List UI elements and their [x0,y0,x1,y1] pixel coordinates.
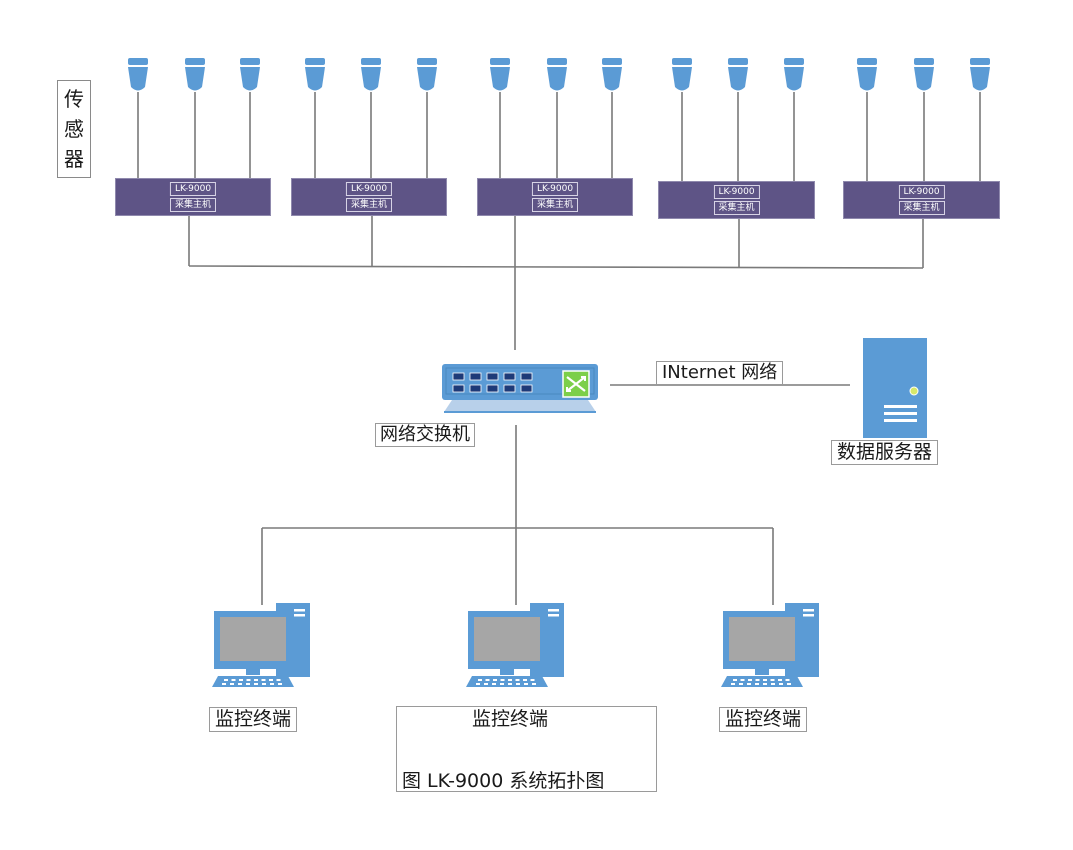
collector-name-label: 采集主机 [898,201,945,215]
computer-icon [466,603,564,687]
sensor-icon [784,58,804,91]
collector-unit: LK-9000 采集主机 [477,178,633,216]
collector-name-label: 采集主机 [531,198,579,212]
collector-model-label: LK-9000 [531,182,579,196]
computer-group [212,603,819,687]
terminal-label: 监控终端 [209,707,298,732]
sensor-label-char: 感 [64,117,84,141]
collector-name-label: 采集主机 [713,201,760,215]
switch-port-icon [503,372,516,381]
sensor-icon [547,58,567,91]
switch-port-icon [469,372,482,381]
terminal-label: 监控终端 [719,707,808,732]
computer-icon [212,603,310,687]
internet-label: INternet 网络 [656,361,784,385]
collector-name-label: 采集主机 [169,198,217,212]
switch-port-icon [486,372,499,381]
terminal-label: 监控终端 [472,708,549,730]
switch-port-icon [486,384,499,393]
sensor-icon [672,58,692,91]
switch-port-icon [520,384,533,393]
switch-port-icon [452,372,465,381]
switch-port-icon [452,384,465,393]
sensor-label-char: 传 [64,87,84,111]
switch-port-icon [520,372,533,381]
diagram-caption: 图 LK-9000 系统拓扑图 [402,770,605,792]
collector-model-label: LK-9000 [898,185,945,199]
connector-line [188,265,924,269]
switch-port-icon [469,384,482,393]
sensor-icon [305,58,325,91]
sensor-icon [728,58,748,91]
collector-unit: LK-9000 采集主机 [843,181,1000,219]
collector-unit: LK-9000 采集主机 [115,178,271,216]
sensor-icon [240,58,260,91]
sensor-icon [128,58,148,91]
collector-unit: LK-9000 采集主机 [658,181,815,219]
collector-model-label: LK-9000 [713,185,760,199]
server-icon [863,338,927,438]
switch-label: 网络交换机 [375,423,475,447]
sensor-icon [602,58,622,91]
collector-name-label: 采集主机 [345,198,393,212]
sensor-icon [857,58,877,91]
sensor-icon [490,58,510,91]
sensor-icon [914,58,934,91]
sensor-label-char: 器 [64,147,84,171]
sensor-group [128,58,990,91]
connector-lines [137,92,981,605]
caption-box [396,706,657,792]
sensor-icon [361,58,381,91]
collector-model-label: LK-9000 [345,182,393,196]
collector-model-label: LK-9000 [169,182,217,196]
network-switch-icon [442,364,598,413]
sensor-icon [417,58,437,91]
server-label: 数据服务器 [831,440,939,465]
sensor-label: 传 感 器 [57,80,91,178]
sensor-icon [185,58,205,91]
switch-port-icon [503,384,516,393]
sensor-icon [970,58,990,91]
computer-icon [721,603,819,687]
collector-unit: LK-9000 采集主机 [291,178,447,216]
